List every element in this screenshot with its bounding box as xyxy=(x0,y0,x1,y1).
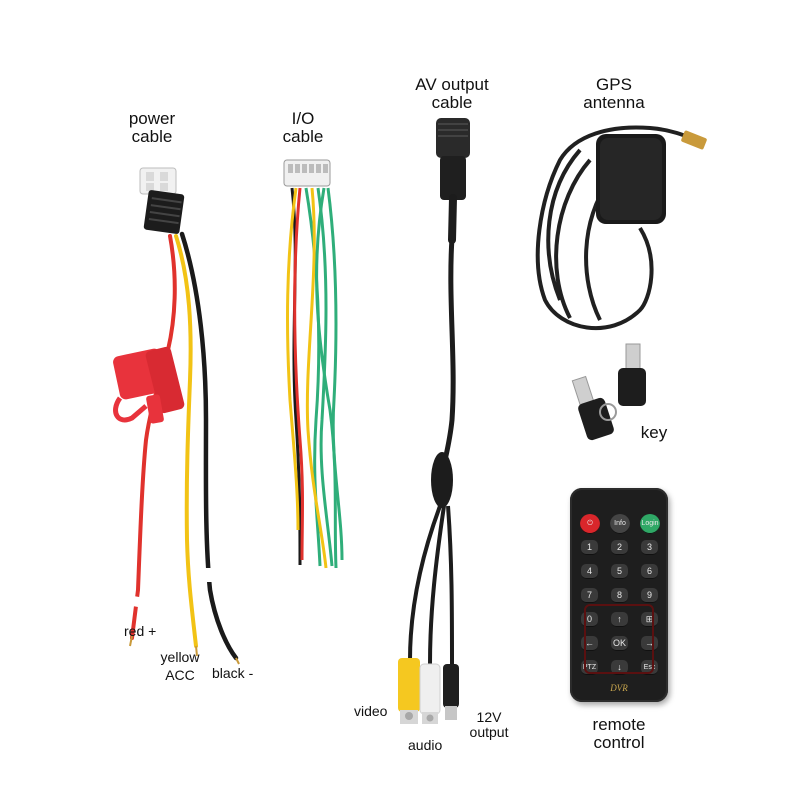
key-label: key xyxy=(640,423,668,442)
digit-3-button[interactable]: 3 xyxy=(641,540,658,555)
rca-video-plug xyxy=(398,658,420,724)
ok-button[interactable]: OK xyxy=(611,636,628,651)
power-icon[interactable]: ⏻ xyxy=(580,514,600,534)
arrow-left-button[interactable]: ← xyxy=(581,636,598,651)
power-connector-white xyxy=(139,167,177,195)
arrow-up-button[interactable]: ↑ xyxy=(611,612,628,627)
io-cable xyxy=(283,159,344,569)
rca-audio-plug xyxy=(419,663,441,724)
red-wire-label: red + xyxy=(124,623,157,639)
av-output-cable xyxy=(398,118,470,724)
yellow-wire xyxy=(174,234,198,648)
av-main-cable xyxy=(441,237,456,466)
digit-0-button[interactable]: 0 xyxy=(581,612,598,627)
remote-control: ⏻ Info Login 1 2 3 4 5 6 7 8 9 0 ↑ ⊞ ← O… xyxy=(570,488,668,702)
dc-12v-plug xyxy=(443,664,459,720)
keys xyxy=(571,343,646,441)
power-connector-housing xyxy=(143,190,185,234)
digit-4-button[interactable]: 4 xyxy=(581,564,598,579)
login-button[interactable]: Login xyxy=(640,514,660,534)
digit-8-button[interactable]: 8 xyxy=(611,588,628,603)
grid-button[interactable]: ⊞ xyxy=(641,612,658,627)
aviation-connector xyxy=(436,118,470,158)
black-wire-label: black - xyxy=(212,665,254,681)
video-label: video xyxy=(354,703,388,719)
arrow-right-button[interactable]: → xyxy=(641,636,658,651)
arrow-down-button[interactable]: ↓ xyxy=(611,660,628,675)
power-cable xyxy=(113,167,240,665)
red-wire xyxy=(130,234,177,640)
esc-button[interactable]: Esc xyxy=(641,660,658,675)
digit-5-button[interactable]: 5 xyxy=(611,564,628,579)
splitter-boot xyxy=(431,452,453,508)
black-wire xyxy=(179,231,239,661)
info-button[interactable]: Info xyxy=(610,514,630,534)
remote-brand: DVR xyxy=(610,683,628,693)
audio-label: audio xyxy=(408,737,443,753)
fuse-holder xyxy=(113,346,185,424)
gps-coiled-cable xyxy=(535,125,696,331)
digit-1-button[interactable]: 1 xyxy=(581,540,598,555)
digit-2-button[interactable]: 2 xyxy=(611,540,628,555)
digit-9-button[interactable]: 9 xyxy=(641,588,658,603)
ptz-button[interactable]: PTZ xyxy=(581,660,598,675)
gps-antenna xyxy=(535,125,707,331)
sma-connector xyxy=(681,130,707,150)
digit-6-button[interactable]: 6 xyxy=(641,564,658,579)
digit-7-button[interactable]: 7 xyxy=(581,588,598,603)
